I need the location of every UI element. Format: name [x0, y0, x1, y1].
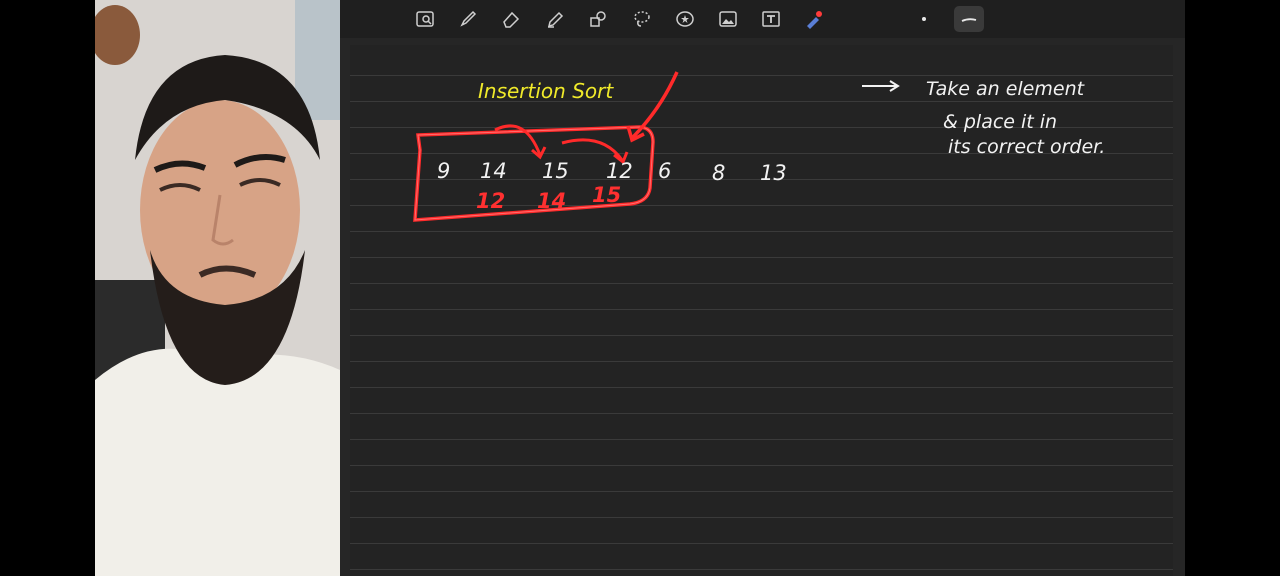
lasso-icon[interactable]: [629, 6, 655, 32]
eraser-icon[interactable]: [498, 6, 524, 32]
ink-layer: Insertion Sort 9 14 15 12 6 8 13: [413, 71, 1105, 222]
image-search-icon[interactable]: [412, 6, 438, 32]
note-page[interactable]: [350, 45, 1173, 576]
highlighter-icon[interactable]: [542, 6, 568, 32]
array-item: 12: [606, 159, 633, 183]
pointer-arrow: [630, 71, 679, 140]
sticker-icon[interactable]: [672, 6, 698, 32]
letterbox-right: [1185, 0, 1280, 576]
explanation-line: its correct order.: [948, 136, 1105, 158]
laser-pointer-icon[interactable]: [801, 6, 827, 32]
array-item: 14: [480, 159, 507, 183]
instructor-video: [95, 0, 340, 576]
sorted-item: 12: [476, 189, 505, 213]
array-item: 13: [760, 161, 787, 185]
array-item: 6: [658, 159, 671, 183]
explanation-line: & place it in: [943, 111, 1057, 133]
array-item: 15: [542, 159, 569, 183]
array-item: 9: [437, 159, 450, 183]
dot-size-icon[interactable]: [911, 6, 937, 32]
sorted-item: 14: [537, 189, 566, 213]
note-title: Insertion Sort: [478, 79, 614, 103]
shift-arrow-1: [494, 124, 542, 156]
drawing-toolbar: [340, 0, 1185, 38]
shift-arrow-2: [561, 138, 624, 161]
stroke-style-icon[interactable]: [954, 6, 984, 32]
webcam-overlay: [95, 0, 340, 576]
pen-icon[interactable]: [455, 6, 481, 32]
notes-app: Insertion Sort 9 14 15 12 6 8 13: [340, 0, 1185, 576]
sorted-item: 15: [592, 183, 621, 207]
text-icon[interactable]: [758, 6, 784, 32]
explanation-line: Take an element: [926, 78, 1086, 100]
image-icon[interactable]: [715, 6, 741, 32]
array-item: 8: [712, 161, 725, 185]
shapes-icon[interactable]: [585, 6, 611, 32]
